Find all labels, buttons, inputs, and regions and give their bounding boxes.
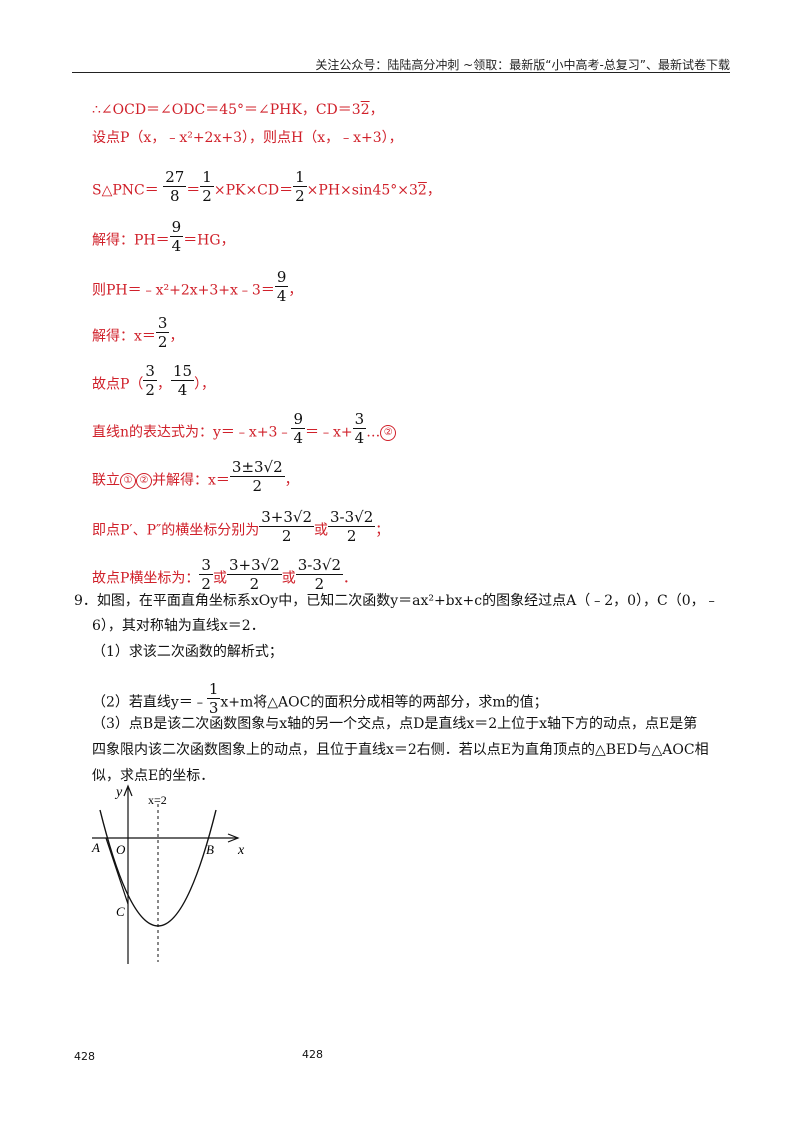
parabola-figure: y x=2 x A O B C bbox=[91, 784, 245, 964]
text: ∴∠OCD＝∠ODC＝45°＝∠PHK，CD＝3 bbox=[92, 102, 361, 118]
question-3-line-2: 四象限内该二次函数图象上的动点，且位于直线x＝2右侧．若以点E为直角顶点的△BE… bbox=[92, 742, 709, 758]
page-header: 关注公众号：陆陆高分冲刺 ~领取：最新版“小中高考-总复习”、最新试卷下载 bbox=[315, 58, 730, 72]
x-label: x bbox=[237, 843, 245, 858]
text: ， bbox=[369, 102, 384, 118]
point-b-label: B bbox=[206, 842, 214, 857]
symmetry-line-label: x=2 bbox=[148, 793, 167, 807]
y-axis-arrow bbox=[123, 784, 133, 797]
problem-statement-line-2: 6），其对称轴为直线x＝2． bbox=[92, 618, 265, 634]
question-1: （1）求该二次函数的解析式； bbox=[92, 644, 283, 660]
circled-number: ① bbox=[120, 472, 136, 489]
solution-line-2: 设点P（x，﹣x²+2x+3），则点H（x，﹣x+3）， bbox=[92, 130, 403, 146]
page-number-center: 428 bbox=[302, 1048, 323, 1061]
question-3-line-3: 似，求点E的坐标． bbox=[92, 768, 215, 784]
y-label: y bbox=[114, 785, 123, 800]
parabola-curve bbox=[99, 809, 217, 927]
point-c-label: C bbox=[116, 904, 125, 919]
page-number-left: 428 bbox=[74, 1050, 95, 1063]
x-axis-arrow bbox=[227, 833, 240, 843]
text: S△PNC＝ bbox=[92, 182, 159, 199]
segment-ac bbox=[105, 837, 129, 905]
radicand: 2 bbox=[360, 102, 370, 118]
point-a-label: A bbox=[91, 840, 100, 855]
question-3-line-1: （3）点B是该二次函数图象与x轴的另一个交点，点D是直线x＝2上位于x轴下方的动… bbox=[92, 716, 698, 732]
problem-statement-line-1: 9．如图，在平面直角坐标系xOy中，已知二次函数y＝ax²+bx+c的图象经过点… bbox=[74, 593, 719, 609]
circled-number: ② bbox=[380, 424, 397, 441]
solution-line-1: ∴∠OCD＝∠ODC＝45°＝∠PHK，CD＝32， bbox=[92, 102, 384, 118]
circled-number: ② bbox=[136, 472, 152, 489]
origin-label: O bbox=[116, 842, 126, 857]
header-rule bbox=[72, 72, 730, 73]
